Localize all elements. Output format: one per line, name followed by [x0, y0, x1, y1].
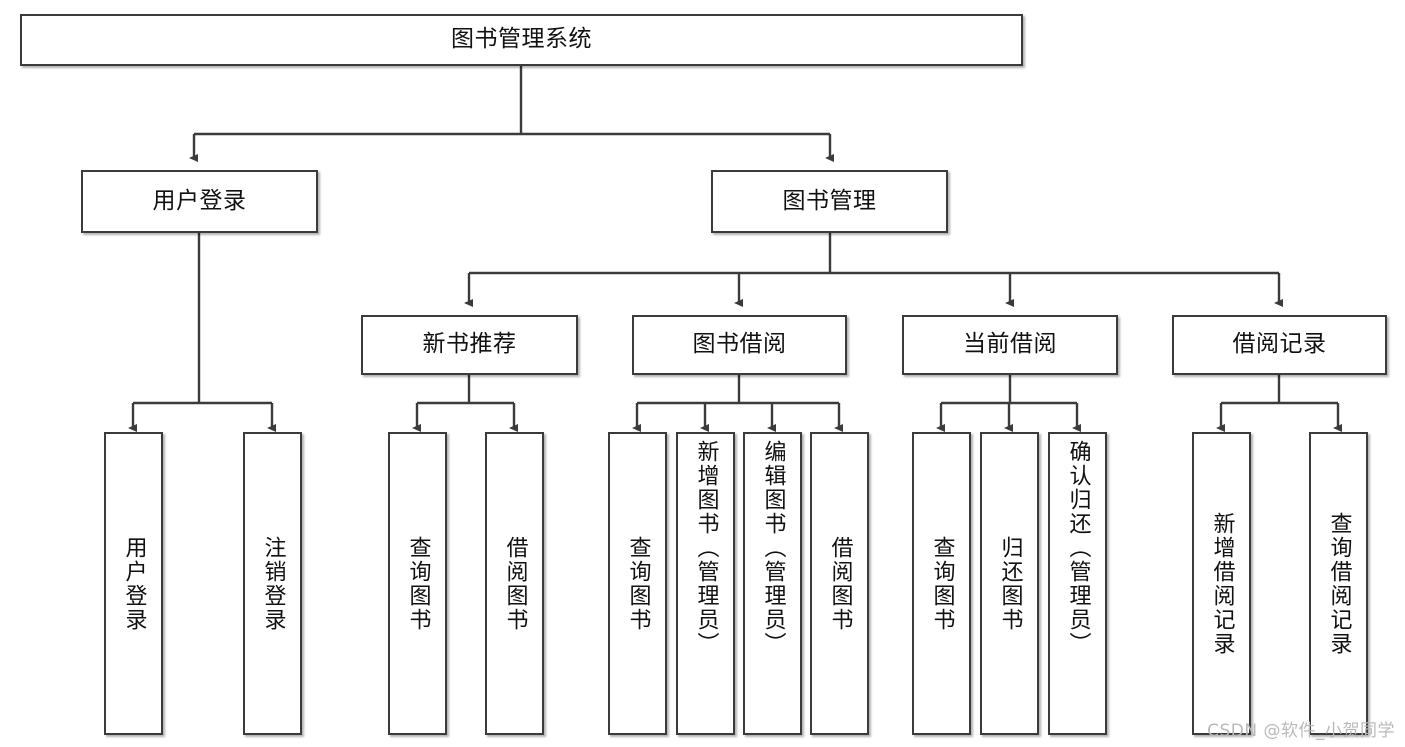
node-leaf-logout[interactable]: 注销登录 — [243, 432, 302, 735]
node-leaf-borrow-book-2[interactable]: 借阅图书 — [810, 432, 869, 735]
node-leaf-add-record[interactable]: 新增借阅记录 — [1192, 432, 1251, 735]
node-leaf-return-book-label: 归还图书 — [997, 535, 1023, 632]
node-current-borrow[interactable]: 当前借阅 — [902, 315, 1118, 375]
node-user-login-label: 用户登录 — [152, 187, 247, 214]
node-root-label: 图书管理系统 — [451, 26, 592, 53]
node-leaf-query-book-1-label: 查询图书 — [405, 535, 431, 632]
node-borrow-record-label: 借阅记录 — [1232, 331, 1327, 358]
node-leaf-add-record-label: 新增借阅记录 — [1209, 511, 1235, 656]
node-new-book-rec-label: 新书推荐 — [422, 331, 517, 358]
node-leaf-edit-book[interactable]: 编辑图书（管理员） — [743, 432, 802, 735]
node-root[interactable]: 图书管理系统 — [20, 14, 1023, 66]
node-book-manage[interactable]: 图书管理 — [711, 170, 948, 233]
node-book-borrow-label: 图书借阅 — [692, 331, 787, 358]
node-new-book-rec[interactable]: 新书推荐 — [361, 315, 578, 375]
node-leaf-edit-book-label: 编辑图书（管理员） — [760, 440, 786, 656]
node-leaf-query-record-label: 查询借阅记录 — [1326, 511, 1352, 656]
node-leaf-user-login[interactable]: 用户登录 — [104, 432, 163, 735]
node-user-login[interactable]: 用户登录 — [81, 170, 318, 233]
node-leaf-logout-label: 注销登录 — [260, 535, 286, 632]
node-leaf-query-book-2-label: 查询图书 — [625, 535, 651, 632]
node-leaf-return-book[interactable]: 归还图书 — [980, 432, 1039, 735]
node-leaf-query-book-1[interactable]: 查询图书 — [388, 432, 447, 735]
node-leaf-user-login-label: 用户登录 — [121, 535, 147, 632]
node-leaf-query-book-2[interactable]: 查询图书 — [608, 432, 667, 735]
node-leaf-borrow-book-2-label: 借阅图书 — [827, 535, 853, 632]
node-leaf-add-book[interactable]: 新增图书（管理员） — [676, 432, 735, 735]
node-book-borrow[interactable]: 图书借阅 — [632, 315, 847, 375]
node-leaf-query-book-3[interactable]: 查询图书 — [912, 432, 971, 735]
node-leaf-add-book-label: 新增图书（管理员） — [693, 440, 719, 656]
node-leaf-query-record[interactable]: 查询借阅记录 — [1309, 432, 1368, 735]
node-leaf-borrow-book-1[interactable]: 借阅图书 — [485, 432, 544, 735]
node-current-borrow-label: 当前借阅 — [963, 331, 1057, 358]
node-leaf-query-book-3-label: 查询图书 — [929, 535, 955, 632]
node-leaf-confirm-return[interactable]: 确认归还（管理员） — [1048, 432, 1107, 735]
node-leaf-borrow-book-1-label: 借阅图书 — [502, 535, 528, 632]
node-borrow-record[interactable]: 借阅记录 — [1172, 315, 1387, 375]
node-leaf-confirm-return-label: 确认归还（管理员） — [1065, 440, 1091, 656]
node-book-manage-label: 图书管理 — [782, 187, 877, 214]
